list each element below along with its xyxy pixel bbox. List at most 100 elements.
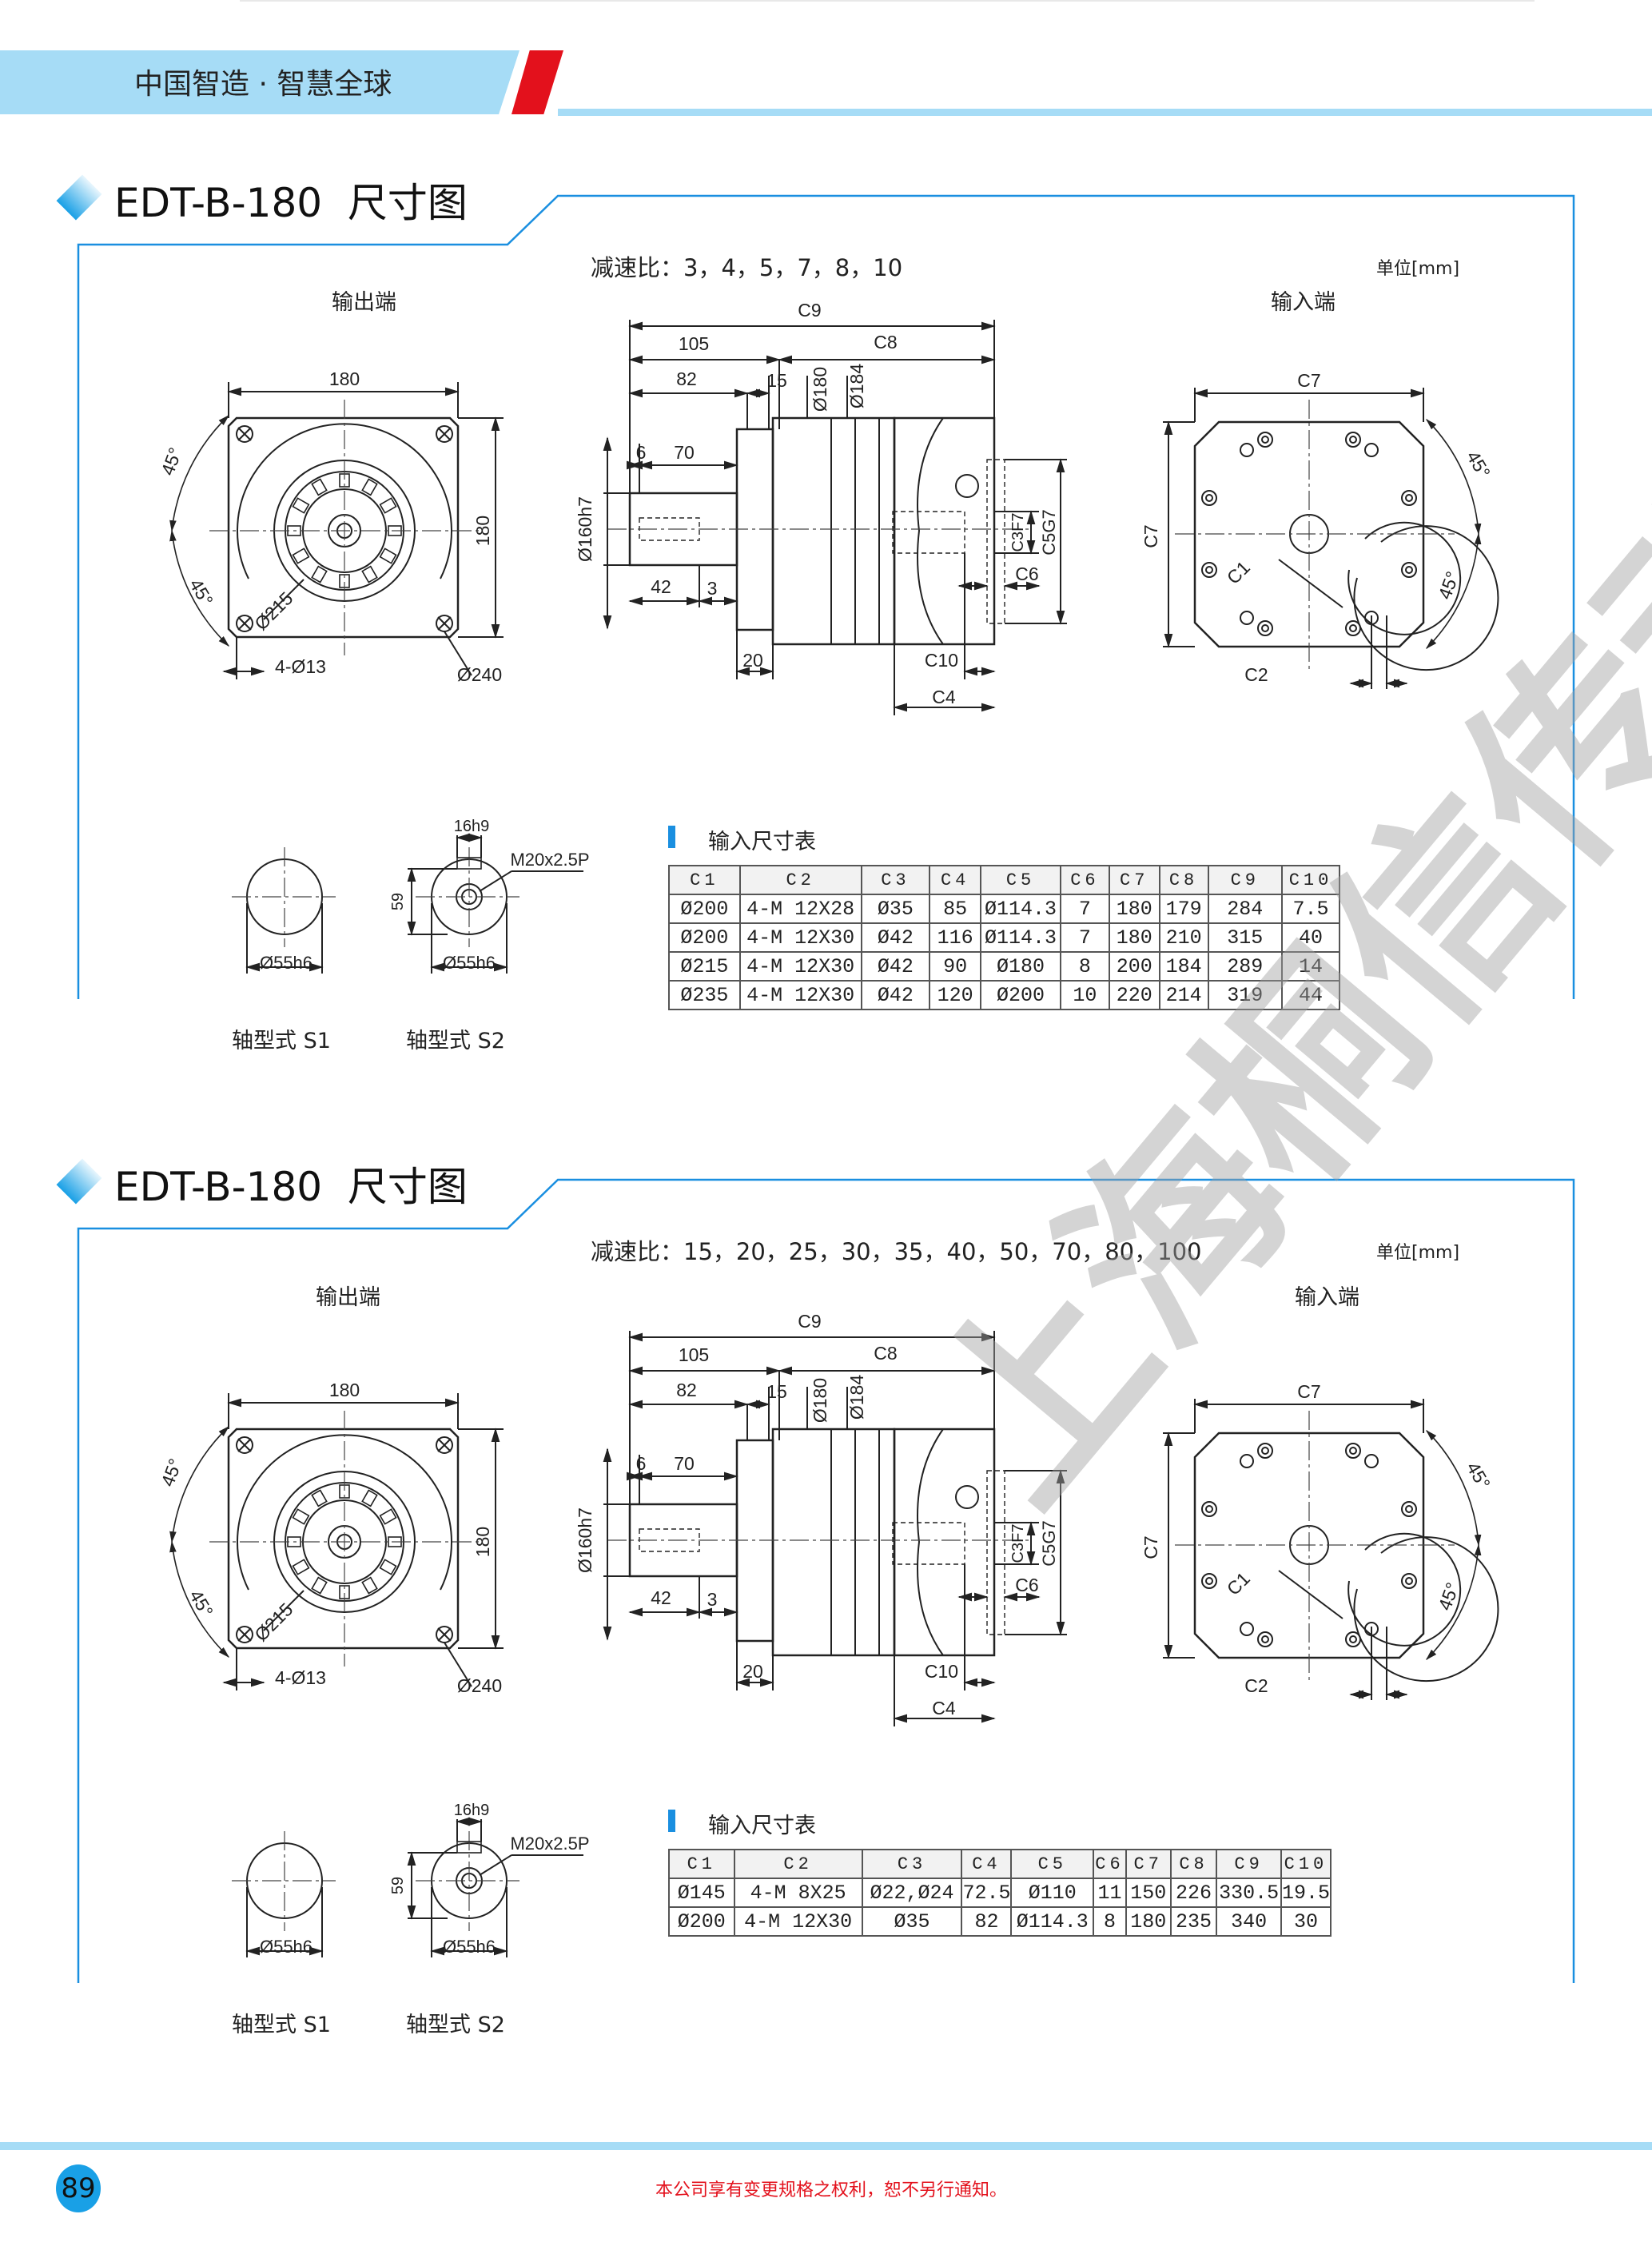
dim-label-C8: C8 <box>874 332 897 352</box>
table-cell: Ø42 <box>860 980 931 1010</box>
table-cell: 184 <box>1158 951 1209 982</box>
table-header-cell: C7 <box>1108 865 1160 895</box>
dim-label-out-d215: Ø215 <box>250 587 297 634</box>
dim-label-d15: 15 <box>766 370 787 391</box>
table-cell: Ø114.3 <box>980 894 1062 924</box>
dim-label-in-C7-h: C7 <box>1297 1381 1320 1402</box>
dim-label-C10: C10 <box>925 650 958 671</box>
table-cell: 289 <box>1207 951 1284 982</box>
table-header-cell: C7 <box>1125 1849 1172 1879</box>
dim-label-d105: 105 <box>679 1344 709 1365</box>
table-cell: 214 <box>1158 980 1209 1010</box>
dim-label-out-45-a: 45° <box>157 1456 185 1489</box>
dim-label-d20: 20 <box>742 650 763 671</box>
section-title: EDT-B-180 尺寸图 <box>114 1164 468 1210</box>
table-cell: 180 <box>1108 894 1160 924</box>
shaft-label-s1-dia: Ø55h6 <box>260 953 312 973</box>
input-end-label: 输入端 <box>1271 290 1336 315</box>
shaft-s1: Ø55h6 <box>232 847 336 974</box>
dim-label-in-C2: C2 <box>1244 1675 1268 1696</box>
table-title-bar <box>668 1810 675 1832</box>
table-cell: 4-M 12X30 <box>738 951 862 982</box>
dim-label-out-180-v: 180 <box>472 1527 493 1557</box>
output-end-label: 输出端 <box>332 290 396 315</box>
table-header-cell: C10 <box>1281 865 1340 895</box>
table-cell: 180 <box>1108 922 1160 953</box>
shaft-label-s2-key: 16h9 <box>454 818 490 835</box>
table-cell: 179 <box>1158 894 1209 924</box>
table-cell: 8 <box>1093 1906 1127 1937</box>
table-cell: 82 <box>961 1906 1013 1937</box>
table-cell: 120 <box>929 980 982 1010</box>
dim-label-out-180-h: 180 <box>329 368 360 389</box>
dim-label-out-d240: Ø240 <box>457 1675 502 1696</box>
dim-label-C9: C9 <box>798 1311 821 1332</box>
dim-label-C5: C5G7 <box>1039 509 1059 555</box>
unit-label: 单位[mm] <box>1376 1243 1460 1263</box>
dim-label-d105: 105 <box>679 333 709 354</box>
dim-label-in-45-a: 45° <box>1463 447 1495 481</box>
table-cell: Ø200 <box>980 980 1062 1010</box>
table-cell: 7 <box>1060 894 1110 924</box>
table-cell: Ø200 <box>668 922 741 953</box>
table-header-cell: C3 <box>860 865 931 895</box>
dim-label-in-C7-v: C7 <box>1140 524 1161 548</box>
table-cell: Ø42 <box>860 951 931 982</box>
table-cell: 7 <box>1060 922 1110 953</box>
header-slogan: 中国智造 · 智慧全球 <box>134 68 392 101</box>
table-title: 输入尺寸表 <box>708 830 816 854</box>
dim-label-d3: 3 <box>707 578 718 599</box>
dim-label-out-45-b: 45° <box>185 1586 217 1620</box>
reduction-ratios: 减速比：3，4，5，7，8，10 <box>591 254 903 281</box>
dim-label-d160: Ø160h7 <box>575 1507 595 1573</box>
dim-label-C4: C4 <box>932 687 956 707</box>
shaft-label-s1-dia: Ø55h6 <box>260 1937 312 1957</box>
dim-label-d6: 6 <box>636 442 647 463</box>
table-cell: Ø42 <box>860 922 931 953</box>
dim-label-C4: C4 <box>932 1698 956 1718</box>
dim-label-d184: Ø184 <box>846 364 867 408</box>
dim-label-in-C1: C1 <box>1223 557 1254 588</box>
table-header-cell: C4 <box>929 865 982 895</box>
dim-label-d180: Ø180 <box>810 1378 830 1423</box>
section-title: EDT-B-180 尺寸图 <box>114 180 468 226</box>
table-cell: 7.5 <box>1281 894 1340 924</box>
shaft-s2-label: 轴型式 S2 <box>406 1029 505 1053</box>
dim-label-d82: 82 <box>676 1380 697 1400</box>
dim-label-in-C7-h: C7 <box>1297 370 1320 391</box>
table-header-cell: C10 <box>1280 1849 1332 1879</box>
shaft-label-s2-len: 59 <box>389 893 407 910</box>
table-cell: 150 <box>1125 1878 1172 1908</box>
dim-label-out-45-b: 45° <box>185 575 217 609</box>
table-header-cell: C3 <box>861 1849 963 1879</box>
dim-label-in-45-a: 45° <box>1463 1458 1495 1492</box>
table-header-cell: C6 <box>1060 865 1110 895</box>
dim-label-out-45-a: 45° <box>157 444 185 478</box>
reduction-ratios: 减速比：15，20，25，30，35，40，50，70，80，100 <box>591 1238 1202 1265</box>
table-cell: Ø235 <box>668 980 741 1010</box>
table-cell: 14 <box>1281 951 1340 982</box>
table-cell: 180 <box>1125 1906 1172 1937</box>
footer-line <box>0 2142 1652 2150</box>
page-number: 89 <box>56 2164 101 2212</box>
dim-label-in-C7-v: C7 <box>1140 1535 1161 1559</box>
table-cell: Ø114.3 <box>980 922 1062 953</box>
table-title: 输入尺寸表 <box>708 1814 816 1838</box>
table-cell: Ø145 <box>668 1878 735 1908</box>
table-header-cell: C1 <box>668 1849 735 1879</box>
dim-label-d42: 42 <box>651 576 671 597</box>
table-cell: Ø110 <box>1010 1878 1095 1908</box>
table-cell: 30 <box>1280 1906 1332 1937</box>
